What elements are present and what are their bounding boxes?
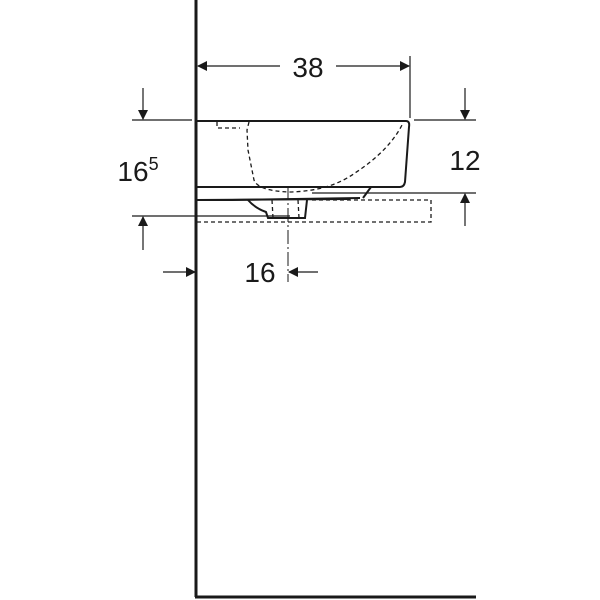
dimension-height-total — [132, 88, 290, 250]
height-total-label: 165 — [117, 154, 158, 187]
hidden-lines — [197, 121, 432, 223]
wall-and-floor — [194, 0, 476, 599]
basin-outline — [196, 120, 411, 219]
height-basin-label: 12 — [449, 145, 480, 176]
dimension-depth — [197, 56, 411, 118]
depth-label: 38 — [292, 52, 323, 83]
waste-offset-label: 16 — [244, 257, 275, 288]
dimension-height-basin — [312, 88, 476, 226]
